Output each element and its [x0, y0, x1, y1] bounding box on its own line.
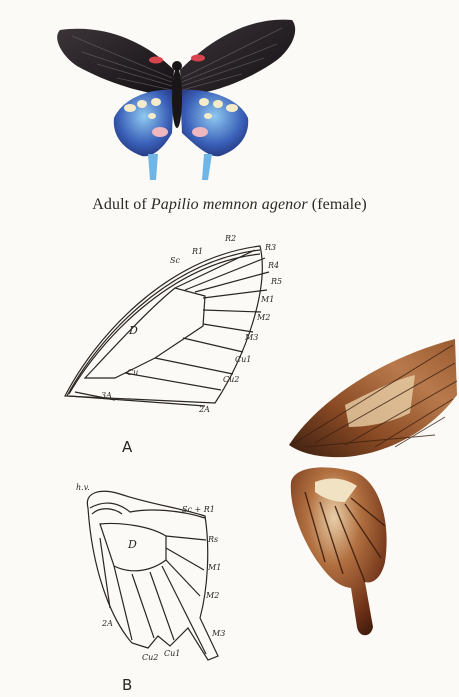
- label-hcu2: Cu2: [142, 653, 158, 662]
- label-sc: Sc: [170, 256, 180, 265]
- specimen-forewing-photo: [285, 335, 459, 460]
- caption-prefix: Adult of: [92, 196, 151, 213]
- photo-caption: Adult of Papilio memnon agenor (female): [0, 196, 459, 214]
- label-m1: M1: [260, 295, 274, 304]
- label-hm2: M2: [205, 591, 219, 600]
- label-2a: 2A: [198, 405, 210, 414]
- butterfly-photo: [52, 8, 302, 188]
- label-cu2: Cu2: [223, 375, 239, 384]
- caption-suffix: (female): [308, 196, 367, 213]
- label-sc-r1: Sc + R1: [182, 505, 215, 514]
- label-h2a: 2A: [101, 619, 113, 628]
- label-cu1: Cu1: [235, 355, 251, 364]
- label-m2: M2: [256, 313, 270, 322]
- label-hm3: M3: [211, 629, 225, 638]
- diagram-letter-b: B: [122, 676, 132, 694]
- label-cu: Cu: [127, 368, 138, 377]
- label-hd: D: [127, 538, 137, 551]
- label-hm1: M1: [207, 563, 221, 572]
- label-d: D: [128, 324, 138, 337]
- label-r5: R5: [270, 277, 282, 286]
- label-m3: M3: [244, 333, 258, 342]
- forewing-diagram: Sc R1 R2 R3 R4 R5 M1 M2 M3 Cu1 Cu2 Cu 3A…: [55, 228, 300, 418]
- hindwing-diagram: h.v. Sc + R1 Rs M1 M2 M3 Cu1 Cu2 2A D: [70, 478, 245, 668]
- label-3a: 3A: [101, 391, 112, 400]
- label-r1: R1: [191, 247, 203, 256]
- label-hcu1: Cu1: [164, 649, 180, 658]
- label-r2: R2: [224, 234, 236, 243]
- diagram-letter-a: A: [122, 438, 132, 456]
- label-r4: R4: [267, 261, 279, 270]
- caption-species: Papilio memnon agenor: [151, 196, 308, 213]
- label-r3: R3: [264, 243, 276, 252]
- label-rs: Rs: [207, 535, 218, 544]
- label-hv: h.v.: [76, 483, 90, 492]
- specimen-hindwing-photo: [285, 462, 395, 640]
